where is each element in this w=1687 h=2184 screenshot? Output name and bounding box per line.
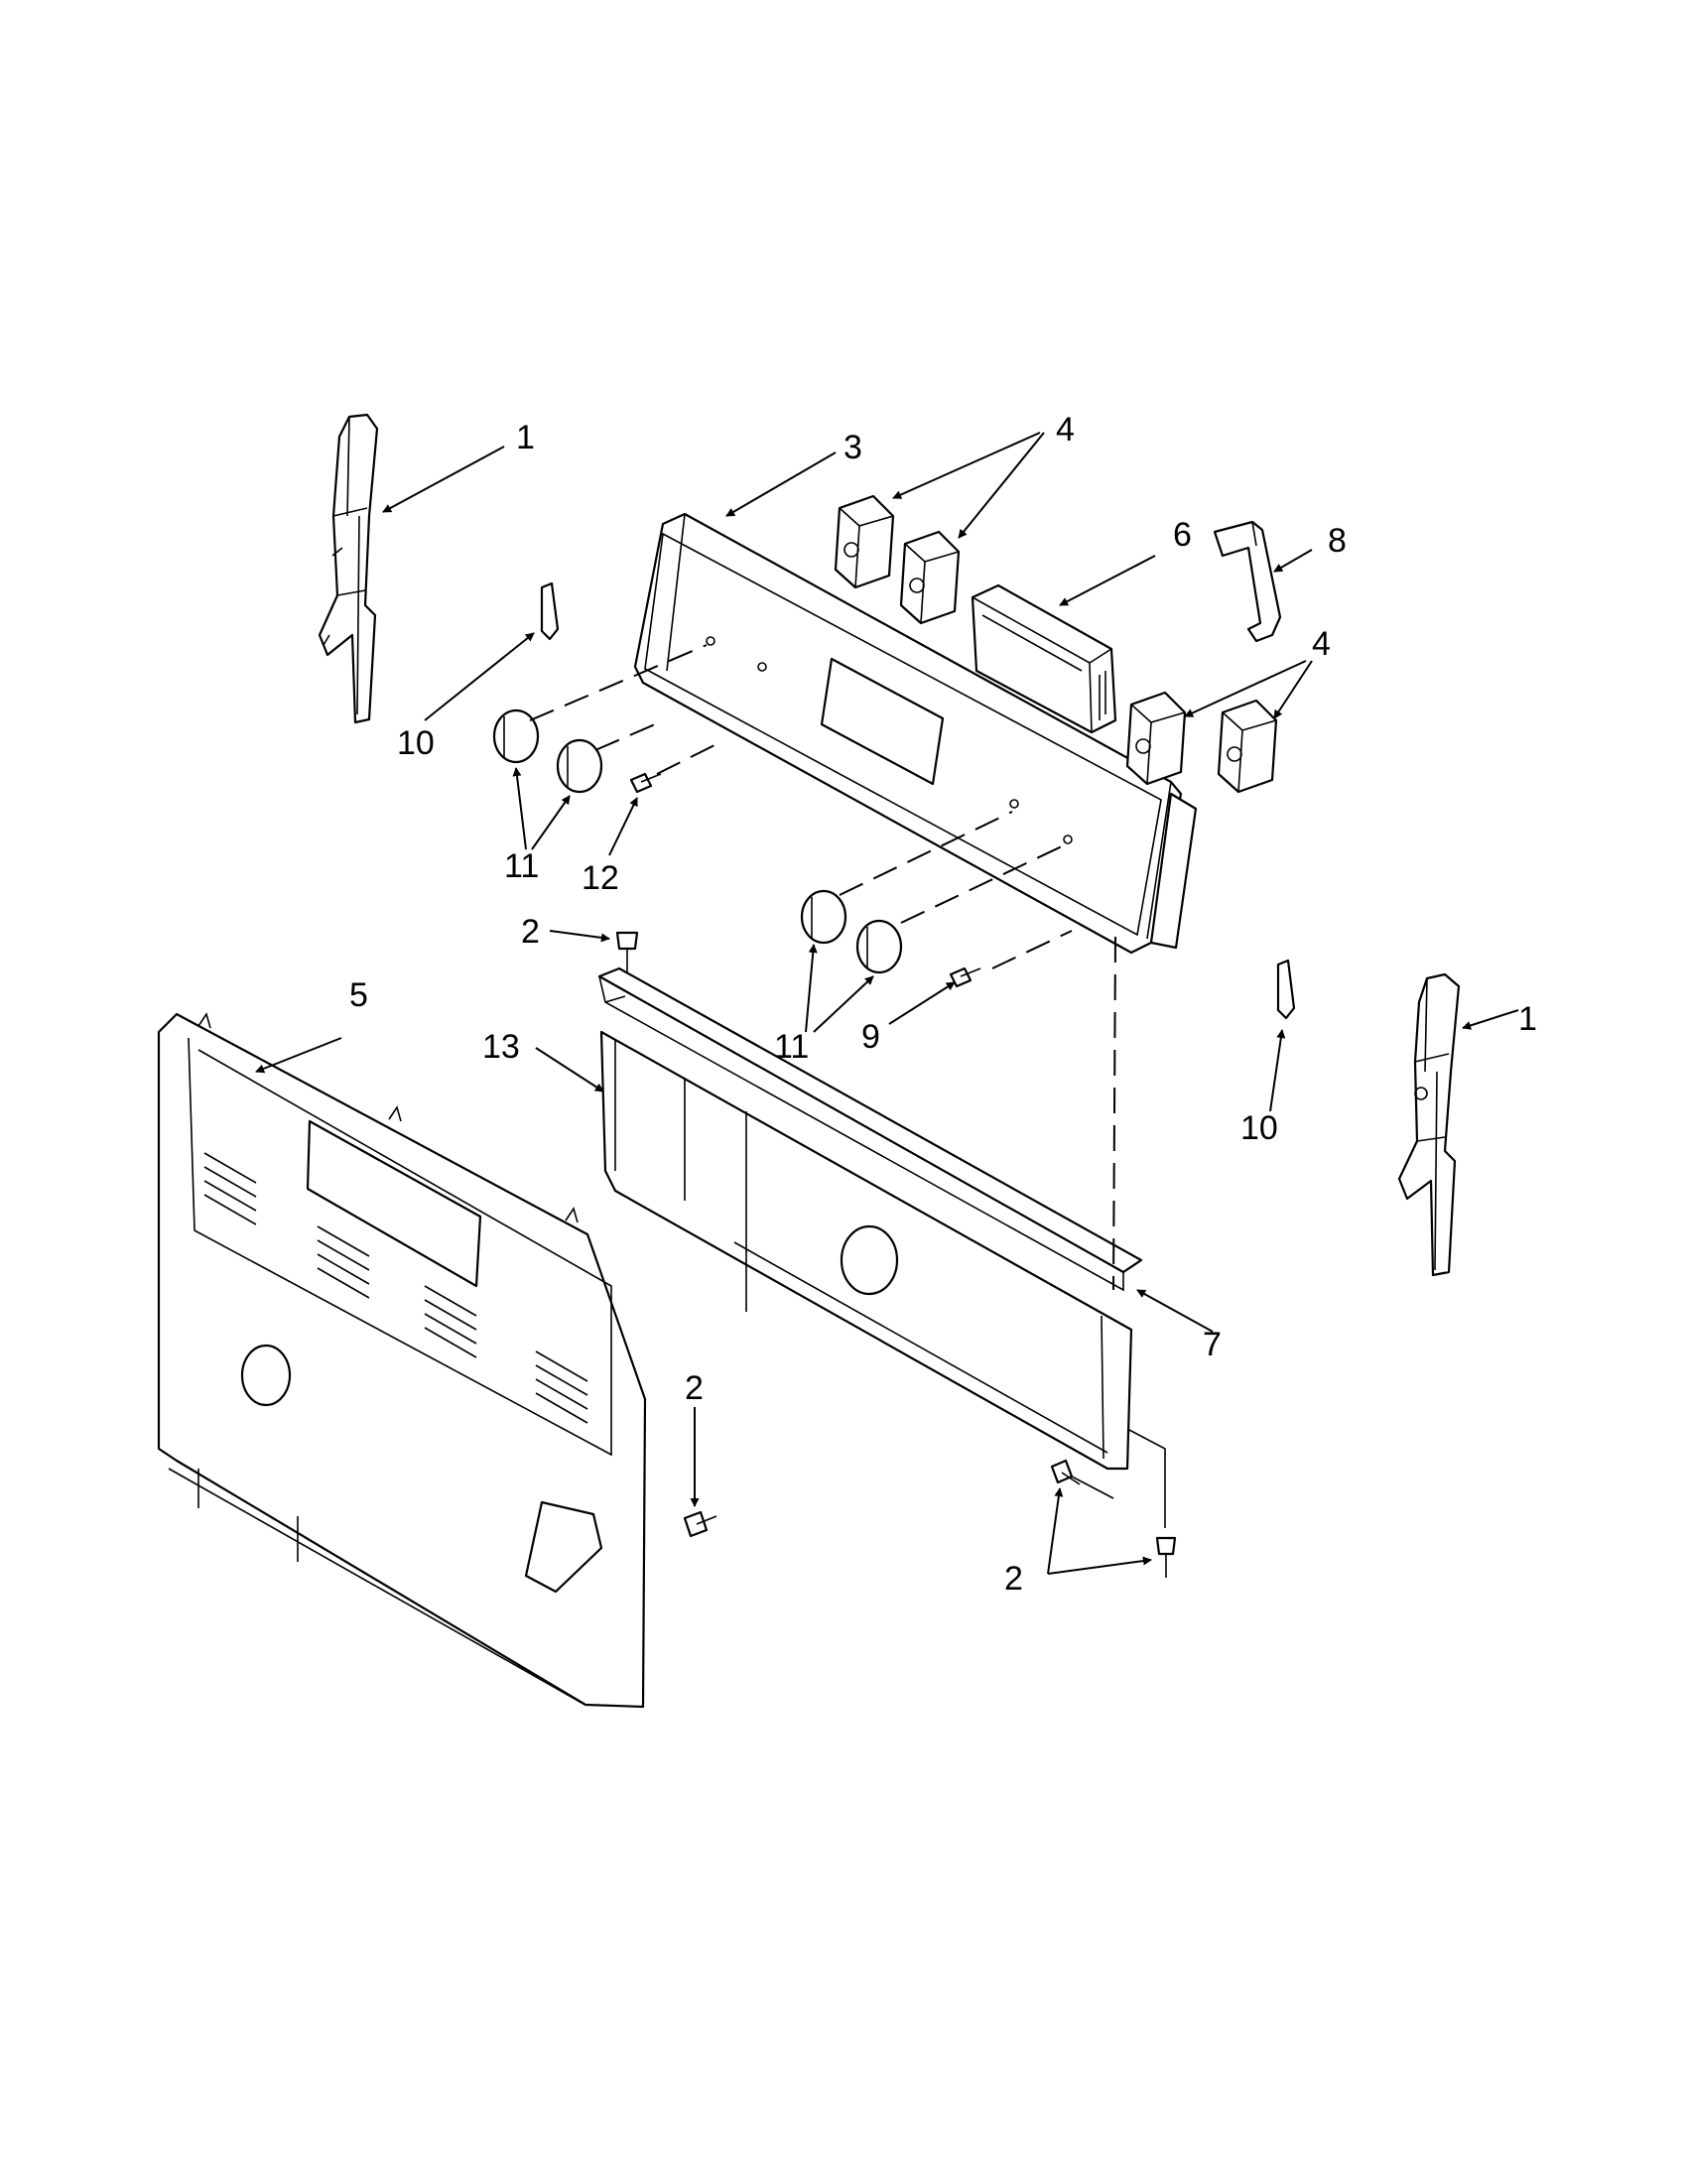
callout-10-left: 10 bbox=[397, 724, 435, 762]
callout-labels: 1 1 2 2 2 3 4 4 5 6 7 8 9 10 10 11 11 12… bbox=[349, 411, 1537, 1598]
callout-4-top: 4 bbox=[1056, 411, 1075, 449]
part-2-screw-middle[interactable] bbox=[1050, 1459, 1081, 1485]
callout-2-left: 2 bbox=[685, 1369, 704, 1407]
part-10-clip-left[interactable] bbox=[540, 581, 560, 641]
part-5-back-guard-panel[interactable] bbox=[157, 1012, 647, 1709]
part-11-knob-1[interactable] bbox=[492, 708, 540, 764]
part-2-screw-left[interactable] bbox=[683, 1510, 717, 1538]
part-3-console-panel[interactable] bbox=[633, 512, 1198, 955]
part-11-knob-3[interactable] bbox=[800, 889, 847, 945]
part-10-clip-right[interactable] bbox=[1276, 959, 1296, 1020]
part-11-knob-2[interactable] bbox=[556, 738, 603, 794]
part-1-right-end-cap[interactable] bbox=[1397, 972, 1461, 1277]
callout-9: 9 bbox=[861, 1018, 880, 1056]
part-7-support-channel[interactable] bbox=[597, 966, 1143, 1292]
part-4-switch-3[interactable] bbox=[1125, 691, 1187, 786]
vent-slots bbox=[203, 1152, 588, 1424]
callout-12: 12 bbox=[582, 859, 619, 897]
callout-4-right: 4 bbox=[1312, 625, 1331, 663]
part-2-screw-right[interactable] bbox=[1155, 1536, 1177, 1578]
part-1-left-end-cap[interactable] bbox=[318, 413, 379, 724]
callout-5: 5 bbox=[349, 976, 368, 1014]
callout-2-top: 2 bbox=[521, 913, 540, 951]
part-6-electronic-control[interactable] bbox=[971, 583, 1117, 734]
alignment-lines bbox=[529, 644, 1166, 1528]
part-4-switch-1[interactable] bbox=[834, 494, 895, 589]
callout-11-right: 11 bbox=[774, 1028, 809, 1066]
part-2-screw-top[interactable] bbox=[615, 931, 639, 972]
part-11-knob-4[interactable] bbox=[855, 919, 903, 974]
part-4-switch-4[interactable] bbox=[1217, 699, 1278, 794]
callout-7: 7 bbox=[1203, 1326, 1222, 1363]
callout-11-left: 11 bbox=[504, 847, 539, 885]
callout-8: 8 bbox=[1328, 522, 1347, 560]
callout-2-bottom: 2 bbox=[1004, 1560, 1023, 1598]
leader-lines bbox=[255, 432, 1519, 1575]
callout-6: 6 bbox=[1173, 516, 1192, 554]
callout-3: 3 bbox=[844, 429, 862, 466]
callout-1-left: 1 bbox=[516, 419, 535, 456]
part-13-rear-shield[interactable] bbox=[599, 1030, 1133, 1471]
callout-1-right: 1 bbox=[1518, 1000, 1537, 1038]
callout-13: 13 bbox=[482, 1028, 520, 1066]
part-9-screw[interactable] bbox=[949, 966, 981, 988]
part-8-bracket[interactable] bbox=[1213, 520, 1282, 643]
callout-10-right: 10 bbox=[1240, 1109, 1278, 1147]
part-4-switch-2[interactable] bbox=[899, 530, 961, 625]
part-12-screw[interactable] bbox=[629, 772, 662, 794]
